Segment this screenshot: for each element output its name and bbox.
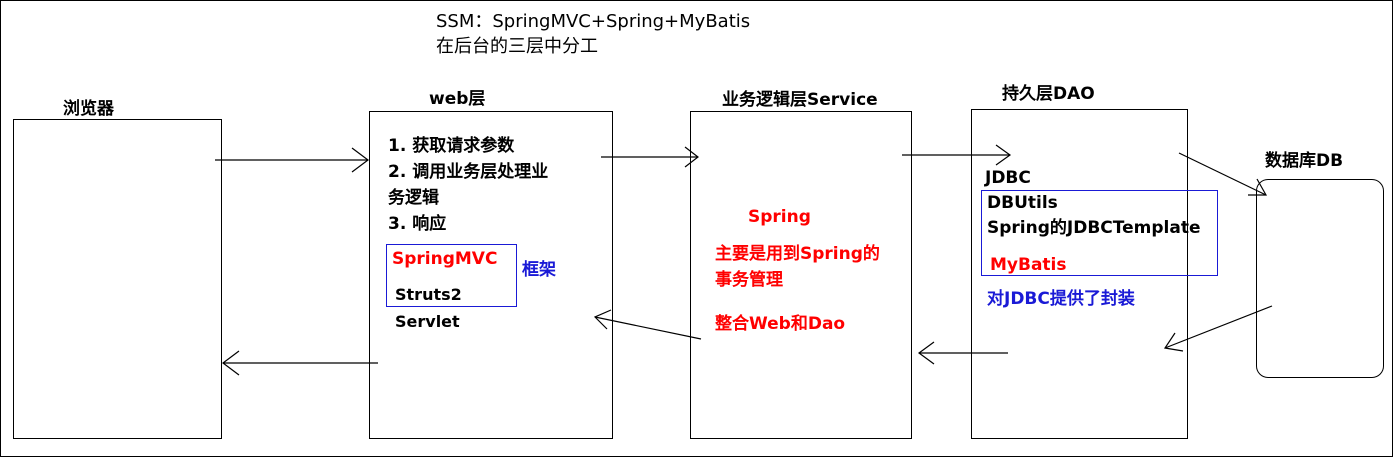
dao-tools-box — [981, 190, 1218, 276]
servlet-label: Servlet — [395, 312, 460, 331]
dao-layer-box — [971, 109, 1188, 439]
arrow-db-to-dao — [1164, 305, 1273, 349]
service-layer-box — [690, 111, 912, 439]
diagram-subtitle: 在后台的三层中分工 — [436, 36, 598, 57]
mybatis-label: MyBatis — [990, 255, 1067, 275]
web-step-2-cont: 务逻辑 — [388, 188, 439, 208]
arrow-service-to-web — [594, 316, 702, 340]
browser-label: 浏览器 — [63, 99, 114, 119]
dao-layer-label: 持久层DAO — [1002, 84, 1095, 104]
jdbctemplate-label: Spring的JDBCTemplate — [987, 218, 1201, 238]
arrow-dao-to-db-head — [1248, 178, 1268, 196]
springmvc-label: SpringMVC — [392, 249, 498, 269]
arrow-dao-to-service-head — [917, 341, 935, 365]
dao-note: 对JDBC提供了封装 — [987, 289, 1135, 309]
service-layer-label: 业务逻辑层Service — [722, 90, 878, 110]
arrow-browser-to-web-head — [351, 147, 369, 173]
arrow-dao-to-db — [1178, 152, 1267, 196]
arrow-db-to-dao-head — [1163, 332, 1184, 352]
web-step-1: 1. 获取请求参数 — [388, 136, 515, 156]
web-layer-box — [369, 111, 613, 439]
diagram-title: SSM：SpringMVC+Spring+MyBatis — [436, 11, 751, 32]
service-desc-3: 整合Web和Dao — [715, 314, 846, 334]
web-framework-box — [386, 244, 517, 307]
dbutils-label: DBUtils — [987, 193, 1058, 213]
database-box — [1256, 179, 1384, 378]
struts2-label: Struts2 — [395, 285, 462, 304]
service-desc-1: 主要是用到Spring的 — [715, 244, 880, 264]
framework-note: 框架 — [522, 260, 556, 280]
arrow-service-to-dao-head — [995, 144, 1012, 166]
web-layer-label: web层 — [429, 89, 486, 109]
web-step-2: 2. 调用业务层处理业 — [388, 162, 549, 182]
arrow-web-to-service-head — [684, 146, 699, 168]
arrow-service-to-web-head — [593, 309, 612, 330]
service-spring-label: Spring — [748, 207, 811, 227]
jdbc-label: JDBC — [985, 168, 1031, 188]
browser-box — [13, 119, 222, 439]
service-desc-2: 事务管理 — [715, 270, 783, 290]
arrow-web-to-browser-head — [222, 350, 240, 376]
web-step-3: 3. 响应 — [388, 214, 447, 234]
database-label: 数据库DB — [1265, 151, 1344, 171]
